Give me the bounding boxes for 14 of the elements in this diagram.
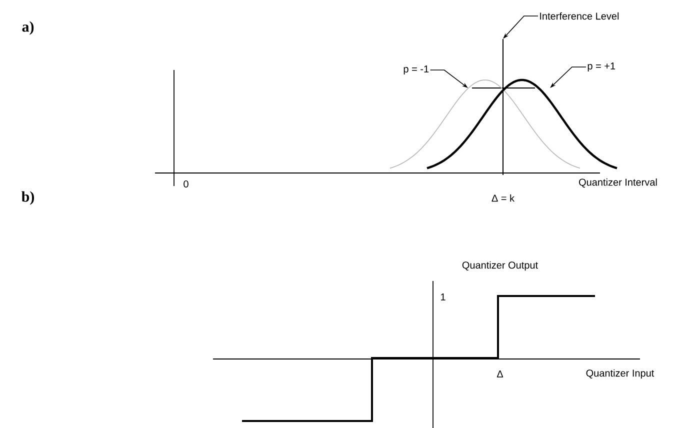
panel-label: b) bbox=[22, 191, 34, 205]
axis-label: Quantizer Input bbox=[586, 369, 654, 379]
leader-label: p = -1 bbox=[404, 66, 429, 74]
axis-label: 0 bbox=[184, 180, 188, 188]
axis-label: Δ = k bbox=[492, 194, 515, 202]
axis-label: Quantizer Interval bbox=[579, 178, 657, 188]
panel-label: a) bbox=[22, 21, 34, 35]
leader-label: Interference Level bbox=[540, 12, 619, 20]
axis-label: Quantizer Output bbox=[462, 261, 538, 271]
axis-label: Δ bbox=[496, 370, 504, 378]
axis-label: 1 bbox=[441, 294, 446, 300]
bell-curve bbox=[390, 80, 580, 169]
bell-curve bbox=[426, 78, 618, 170]
leader-label: p = +1 bbox=[588, 62, 616, 72]
